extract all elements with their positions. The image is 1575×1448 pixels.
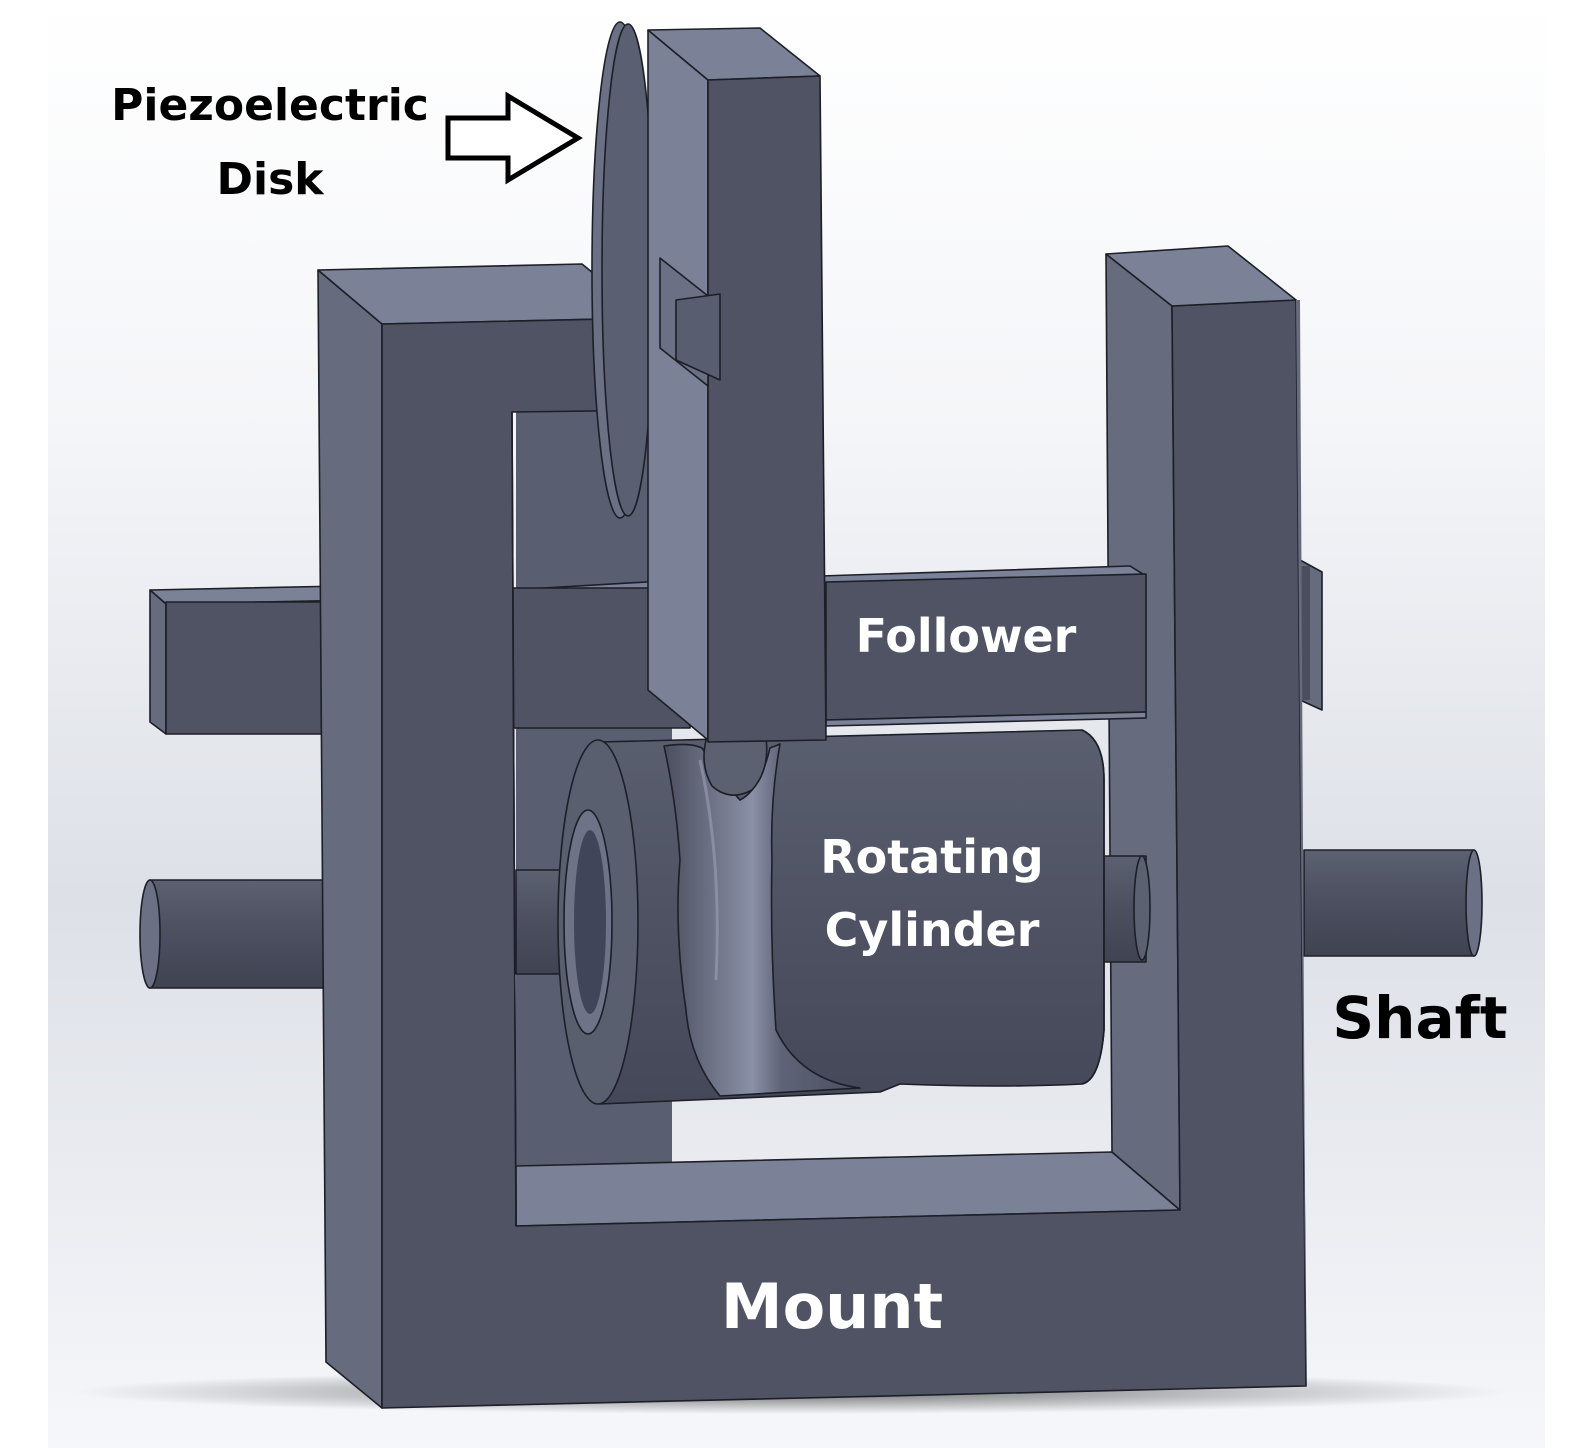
label-follower: Follower bbox=[856, 609, 1077, 663]
label-shaft: Shaft bbox=[1332, 984, 1507, 1052]
right-margin bbox=[1545, 0, 1575, 1448]
label-mount: Mount bbox=[721, 1270, 943, 1343]
follower-arm bbox=[647, 27, 827, 743]
outline-arrow-right-icon bbox=[445, 91, 583, 185]
follower-tip bbox=[703, 737, 768, 796]
left-margin bbox=[0, 0, 48, 1448]
label-piezoelectric-line2: Disk bbox=[216, 154, 325, 205]
label-rotating: Rotating bbox=[820, 830, 1044, 884]
label-cylinder: Cylinder bbox=[825, 903, 1040, 957]
rotating-cylinder bbox=[557, 729, 1105, 1105]
right-shaft bbox=[1303, 849, 1483, 957]
piezoelectric-disk bbox=[591, 21, 655, 519]
label-piezoelectric-line1: Piezoelectric bbox=[111, 80, 429, 131]
mount bbox=[317, 245, 1307, 1409]
right-guide-block bbox=[1299, 559, 1323, 711]
